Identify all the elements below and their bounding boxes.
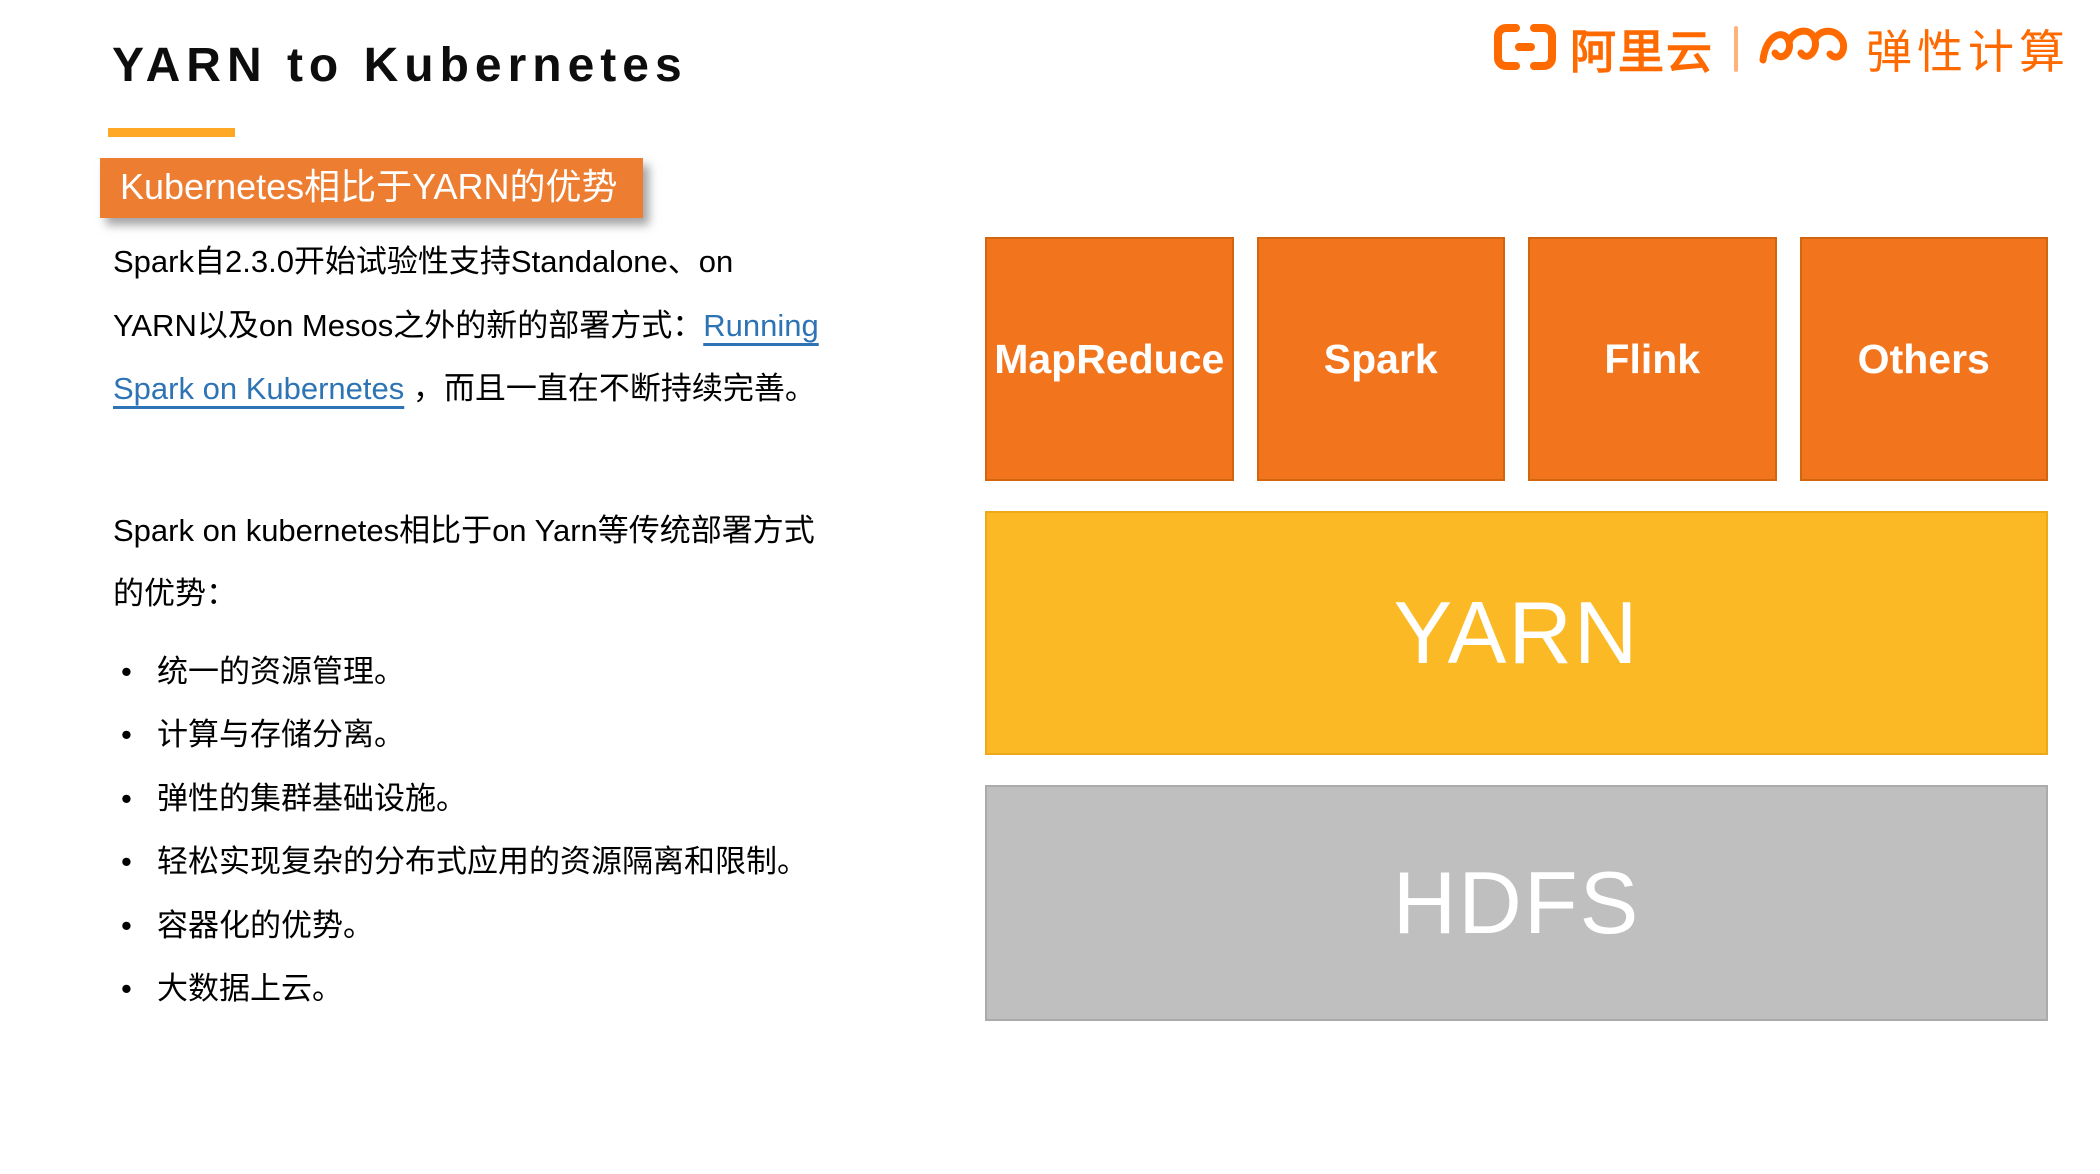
app-box-others: Others bbox=[1799, 237, 2048, 481]
intro-before-link: Spark自2.3.0开始试验性支持Standalone、on YARN以及on… bbox=[113, 244, 734, 343]
intro-paragraph: Spark自2.3.0开始试验性支持Standalone、on YARN以及on… bbox=[113, 230, 823, 421]
list-item: 大数据上云。 bbox=[113, 957, 923, 1021]
advantages-list: 统一的资源管理。 计算与存储分离。 弹性的集群基础设施。 轻松实现复杂的分布式应… bbox=[113, 640, 923, 1021]
box-label: Others bbox=[1857, 335, 1990, 382]
list-item: 容器化的优势。 bbox=[113, 894, 923, 958]
hdfs-label: HDFS bbox=[1392, 853, 1641, 952]
product-name: 弹性计算 bbox=[1866, 26, 2070, 78]
bullet-text: 弹性的集群基础设施。 bbox=[157, 780, 467, 816]
hdfs-layer: HDFS bbox=[985, 785, 2048, 1021]
list-item: 轻松实现复杂的分布式应用的资源隔离和限制。 bbox=[113, 830, 923, 894]
app-box-spark: Spark bbox=[1256, 237, 1505, 481]
yarn-label: YARN bbox=[1393, 583, 1640, 682]
elastic-compute-icon bbox=[1758, 20, 1854, 79]
yarn-layer: YARN bbox=[985, 511, 2048, 755]
advantages-badge: Kubernetes相比于YARN的优势 bbox=[100, 158, 644, 218]
box-label: MapReduce bbox=[994, 335, 1225, 382]
architecture-diagram: MapReduce Spark Flink Others YARN HDFS bbox=[985, 237, 2048, 1021]
bullet-text: 大数据上云。 bbox=[157, 971, 343, 1007]
spark-k8s-link[interactable]: Running Spark on Kubernetes bbox=[113, 307, 819, 407]
list-item: 弹性的集群基础设施。 bbox=[113, 767, 923, 831]
intro-after-link: ，而且一直在不断持续完善。 bbox=[404, 371, 816, 407]
list-item: 统一的资源管理。 bbox=[113, 640, 923, 704]
app-box-flink: Flink bbox=[1528, 237, 1777, 481]
logo-divider bbox=[1734, 26, 1738, 72]
apps-row: MapReduce Spark Flink Others bbox=[985, 237, 2048, 481]
bullet-text: 轻松实现复杂的分布式应用的资源隔离和限制。 bbox=[157, 844, 808, 880]
box-label: Spark bbox=[1323, 335, 1438, 382]
brand-name: 阿里云 bbox=[1570, 26, 1714, 78]
bullet-text: 统一的资源管理。 bbox=[157, 653, 405, 689]
title-underline bbox=[108, 128, 235, 137]
box-label: Flink bbox=[1604, 335, 1701, 382]
bullet-text: 计算与存储分离。 bbox=[157, 717, 405, 753]
advantages-lead: Spark on kubernetes相比于on Yarn等传统部署方式的优势： bbox=[113, 512, 815, 612]
list-item: 计算与存储分离。 bbox=[113, 703, 923, 767]
left-column: Spark自2.3.0开始试验性支持Standalone、on YARN以及on… bbox=[113, 230, 923, 1021]
page-title: YARN to Kubernetes bbox=[112, 39, 688, 92]
brand-logo: 阿里云 弹性计算 bbox=[1492, 16, 2070, 82]
aliyun-bracket-icon bbox=[1492, 20, 1558, 79]
bullet-text: 容器化的优势。 bbox=[157, 907, 374, 943]
app-box-mapreduce: MapReduce bbox=[985, 237, 1234, 481]
